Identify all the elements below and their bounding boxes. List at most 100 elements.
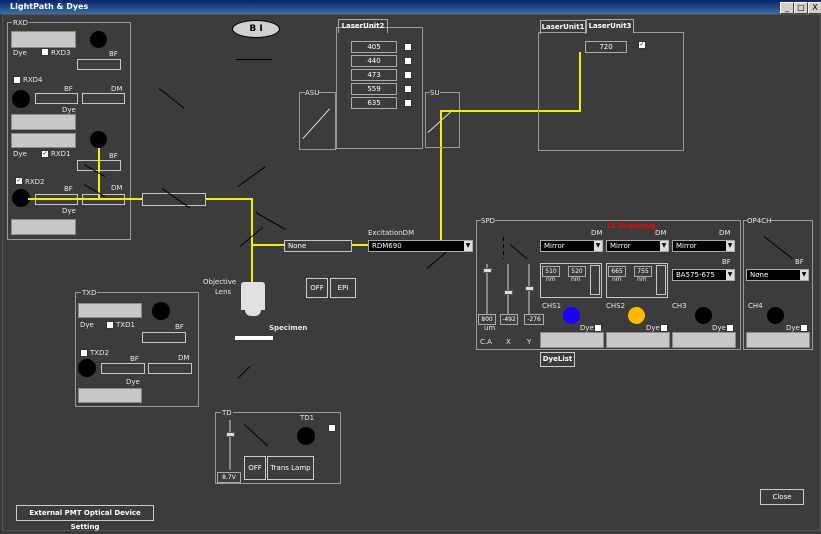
rxd4-checkbox[interactable]	[13, 76, 21, 84]
chs2-range-hi[interactable]: 755	[634, 266, 652, 277]
chs1-unit-hi: nm	[571, 276, 581, 283]
chs1-dm-value: Mirror	[544, 242, 565, 250]
laser-line-checkbox[interactable]	[404, 43, 412, 51]
bi-indicator[interactable]: B I	[232, 20, 280, 38]
rxd2-label: RXD2	[25, 178, 45, 186]
txd1-bf-label: BF	[175, 323, 184, 331]
epi-off-button[interactable]: OFF	[306, 278, 328, 298]
ca-label: C.A	[480, 338, 492, 346]
epi-button[interactable]: EPI	[330, 278, 356, 298]
txd2-label: TXD2	[90, 349, 109, 357]
txd2-dye-box[interactable]	[78, 388, 142, 403]
laser-line-box[interactable]: 440	[351, 55, 397, 67]
ca-slider-knob[interactable]	[483, 268, 492, 273]
chs2-range-slider[interactable]	[656, 265, 666, 295]
su-horizontal-path	[440, 110, 581, 112]
chs2-dye-box[interactable]	[606, 332, 670, 348]
ch4-detector	[767, 307, 784, 324]
rxd1-dye-box[interactable]	[11, 133, 76, 148]
rxd4-bf-box[interactable]	[35, 93, 78, 104]
x-value[interactable]: -492	[500, 314, 518, 325]
chs2-dm-select[interactable]: Mirror▼	[606, 240, 669, 252]
td1-label: TD1	[300, 414, 315, 422]
txd2-dm-box[interactable]	[148, 363, 192, 374]
ch3-bf-select[interactable]: BA575-675▼	[672, 269, 735, 281]
txd1-checkbox[interactable]	[106, 321, 114, 329]
txd1-bf-box[interactable]	[142, 332, 186, 343]
excitation-dm-select[interactable]: RDM690 ▼	[368, 240, 473, 252]
op4ch-bf-select[interactable]: None▼	[746, 269, 809, 281]
maximize-button[interactable]: □	[794, 2, 808, 14]
none-selector[interactable]: None	[284, 240, 352, 252]
rxd4-dm-box[interactable]	[82, 93, 125, 104]
y-label: Y	[527, 338, 532, 346]
rxd2-dye-box[interactable]	[11, 219, 76, 235]
txd2-checkbox[interactable]	[80, 349, 88, 357]
chs1-dye-box[interactable]	[540, 332, 604, 348]
dyelist-button[interactable]: DyeList	[540, 352, 575, 367]
chs1-range-slider[interactable]	[590, 265, 600, 295]
rxd1-dye-label: Dye	[13, 150, 27, 158]
td-off-button[interactable]: OFF	[244, 456, 266, 480]
laser-line-box[interactable]: 635	[351, 97, 397, 109]
td1-checkbox[interactable]	[328, 424, 336, 432]
chs2-range-lo[interactable]: 665	[608, 266, 626, 277]
x-slider-knob[interactable]	[504, 290, 513, 295]
rxd3-bf-box[interactable]	[77, 59, 121, 70]
chs1-detector	[563, 307, 580, 324]
td-voltage-slider-knob[interactable]	[226, 432, 235, 437]
td1-detector	[297, 427, 315, 445]
chs2-unit-lo: nm	[612, 276, 622, 283]
chs1-dm-select[interactable]: Mirror▼	[540, 240, 603, 252]
td-voltage-value: 8.7V	[217, 472, 241, 483]
scanning-warning: CL Scanning	[607, 222, 656, 230]
chs2-dye-checkbox[interactable]	[660, 324, 668, 332]
rxd-panel	[7, 22, 131, 240]
objective-tip-icon	[245, 310, 261, 316]
laser-line-checkbox[interactable]	[404, 85, 412, 93]
td-voltage-slider-track[interactable]	[229, 420, 231, 470]
y-slider-knob[interactable]	[525, 286, 534, 291]
tab-laserunit1[interactable]: LaserUnit1	[540, 20, 586, 34]
chs1-dm-label: DM	[591, 229, 603, 237]
tab-laserunit3[interactable]: LaserUnit3	[586, 19, 634, 33]
laser-line-box[interactable]: 405	[351, 41, 397, 53]
ch3-bf-label: BF	[722, 258, 731, 266]
laser-line-box[interactable]: 559	[351, 83, 397, 95]
chs1-dye-checkbox[interactable]	[594, 324, 602, 332]
laser-line-box[interactable]: 473	[351, 69, 397, 81]
trans-lamp-button[interactable]: Trans Lamp	[267, 456, 314, 480]
close-button[interactable]: Close	[760, 489, 804, 505]
close-window-button[interactable]: X	[808, 2, 821, 14]
ch4-dye-label: Dye	[786, 324, 800, 332]
ch3-dye-box[interactable]	[672, 332, 736, 348]
y-value[interactable]: -276	[524, 314, 544, 325]
rxd3-checkbox[interactable]	[41, 48, 49, 56]
laser-720-checkbox[interactable]: ✓	[638, 41, 646, 49]
ch3-dm-select[interactable]: Mirror▼	[672, 240, 735, 252]
laser-line-checkbox[interactable]	[404, 71, 412, 79]
main-bf-box[interactable]	[142, 193, 206, 206]
spd-beam-dash	[503, 237, 505, 259]
laser-line-checkbox[interactable]	[404, 99, 412, 107]
ch4-dye-checkbox[interactable]	[800, 324, 808, 332]
chs1-range-hi[interactable]: 520	[568, 266, 586, 277]
chs2-detector	[628, 307, 645, 324]
txd2-bf-box[interactable]	[101, 363, 145, 374]
ca-slider-track[interactable]	[486, 264, 488, 316]
txd1-dye-box[interactable]	[78, 303, 142, 318]
rxd1-checkbox[interactable]: ✓	[41, 150, 49, 158]
chs1-range-lo[interactable]: 510	[542, 266, 560, 277]
minimize-button[interactable]: _	[780, 2, 794, 14]
objective-lens-icon	[241, 282, 265, 310]
rxd4-dye-box[interactable]	[11, 114, 76, 130]
laser-line-checkbox[interactable]	[404, 57, 412, 65]
laser-720-box[interactable]: 720	[585, 41, 627, 53]
ca-value[interactable]: 800	[478, 314, 496, 325]
tab-laserunit2[interactable]: LaserUnit2	[338, 19, 388, 33]
rxd3-dye-box[interactable]	[11, 31, 76, 48]
ch3-dye-checkbox[interactable]	[726, 324, 734, 332]
external-pmt-button[interactable]: External PMT Optical Device Setting	[16, 505, 154, 531]
rxd2-checkbox[interactable]: ✓	[15, 177, 23, 185]
ch4-dye-box[interactable]	[746, 332, 810, 348]
